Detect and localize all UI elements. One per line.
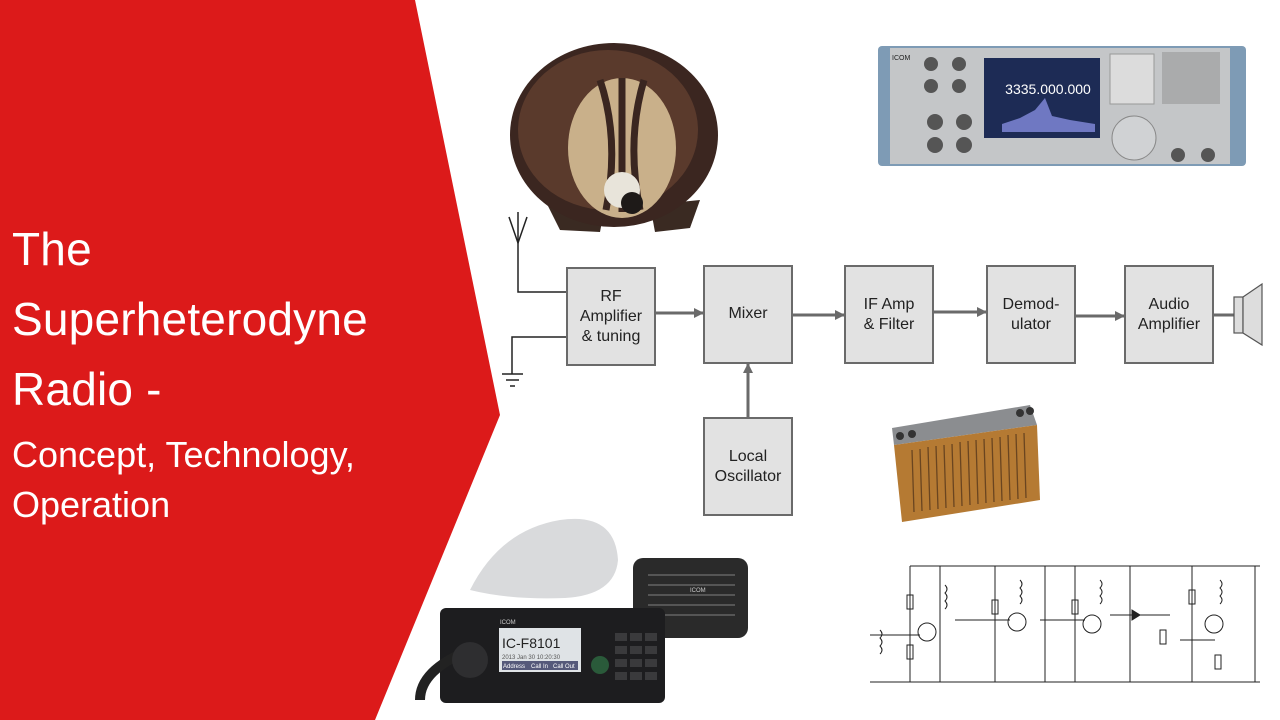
subtitle-line-1: Concept, Technology, <box>12 434 355 475</box>
communications-receiver-image: 3335.000.000 ICOM <box>878 46 1246 166</box>
title-line-3: Radio - <box>12 363 162 415</box>
ground-icon <box>502 336 567 387</box>
block-label: IF Amp <box>864 296 915 313</box>
block-label: Oscillator <box>715 468 782 485</box>
receiver-frequency-display: 3335.000.000 <box>1005 81 1091 97</box>
block-label: RF <box>600 288 622 305</box>
block-box <box>1124 265 1214 364</box>
transceiver-brand: ICOM <box>500 620 516 626</box>
mobile-transceiver-image: ICOM IC-F8101 2013 Jan 30 10:20:30 Addre… <box>415 518 748 703</box>
block-label: Demod- <box>1003 296 1060 313</box>
block-rf: RF Amplifier & tuning <box>566 267 656 366</box>
circuit-schematic-image <box>870 565 1260 683</box>
block-box <box>566 267 656 366</box>
block-box <box>986 265 1076 364</box>
block-label: & tuning <box>582 328 641 345</box>
block-if: IF Amp & Filter <box>844 265 934 364</box>
block-label: ulator <box>1011 316 1052 333</box>
block-label: Local <box>729 448 767 465</box>
transceiver-model: IC-F8101 <box>502 635 561 651</box>
block-label: & Filter <box>864 316 915 333</box>
signal-arrows <box>654 307 1234 418</box>
block-label: Mixer <box>728 305 768 322</box>
softkey-call-in: Call In <box>531 664 548 670</box>
title-line-1: The <box>12 223 92 275</box>
block-box <box>703 417 793 516</box>
softkey-address: Address <box>503 664 525 670</box>
vintage-round-radio-image <box>510 43 718 232</box>
block-demod: Demod-ulator <box>986 265 1076 364</box>
block-box <box>703 265 793 364</box>
block-label: Amplifier <box>580 308 643 325</box>
softkey-call-out: Call Out <box>553 664 575 670</box>
portable-radio-image <box>892 405 1040 522</box>
subtitle-line-2: Operation <box>12 484 171 525</box>
receiver-brand: ICOM <box>892 55 910 62</box>
title-line-2: Superheterodyne <box>12 293 368 345</box>
transceiver-date: 2013 Jan 30 10:20:30 <box>502 655 561 661</box>
block-label: Audio <box>1149 296 1190 313</box>
speaker-brand: ICOM <box>690 588 706 594</box>
block-box <box>844 265 934 364</box>
red-banner-shape <box>0 0 500 720</box>
speaker-icon <box>1233 282 1263 347</box>
block-label: Amplifier <box>1138 316 1201 333</box>
antenna-icon <box>508 212 567 293</box>
block-mixer: Mixer <box>703 265 793 364</box>
